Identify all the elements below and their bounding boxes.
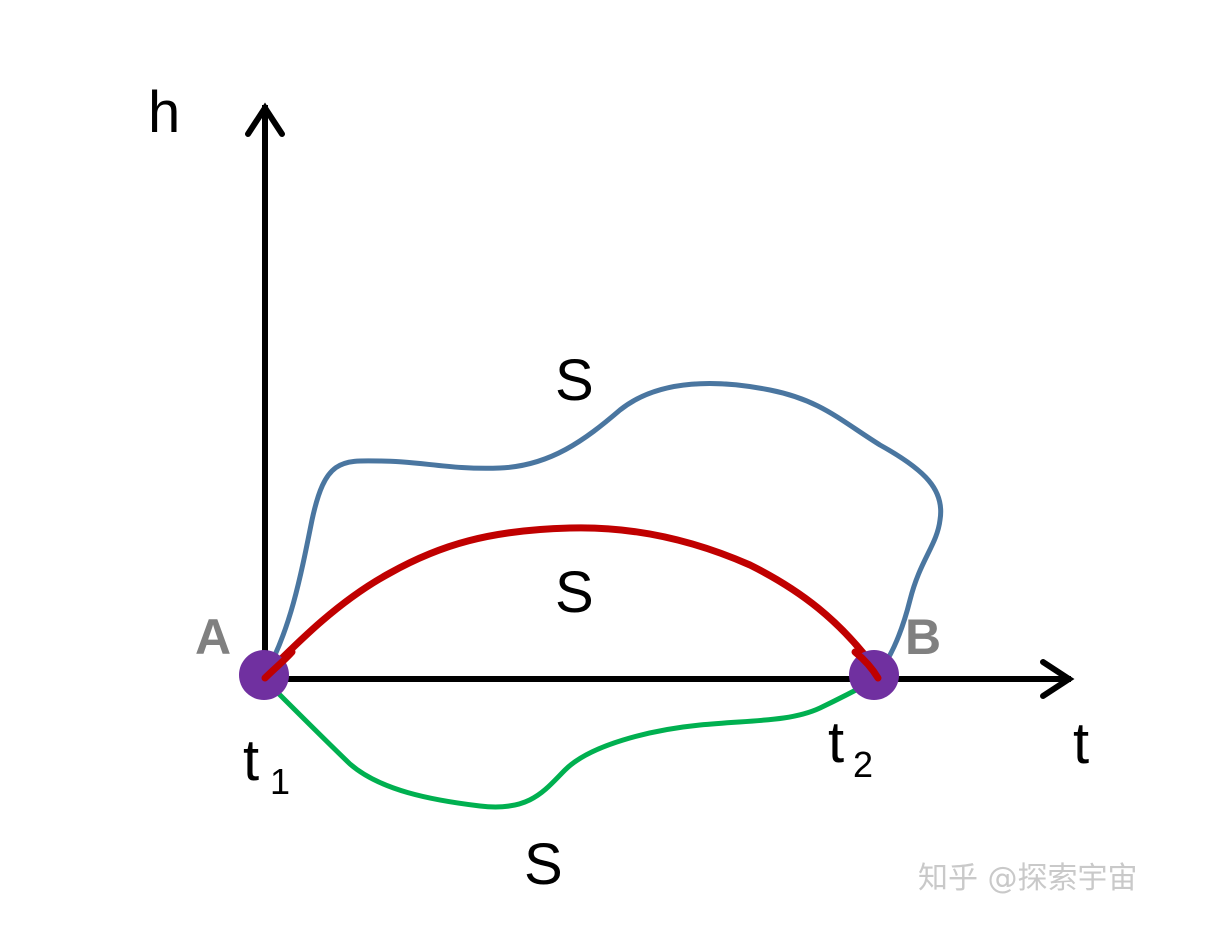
middle-path-end-overlay bbox=[261, 648, 296, 682]
horizontal-axis-label: t bbox=[1073, 711, 1089, 776]
middle-path bbox=[261, 524, 882, 679]
time-t1-letter: t bbox=[243, 728, 259, 793]
point-a-label: A bbox=[195, 609, 231, 665]
lower-path bbox=[262, 677, 878, 810]
point-b-label: B bbox=[905, 609, 941, 665]
watermark: 知乎 @探索宇宙 bbox=[918, 861, 1138, 896]
middle-path-end-overlay-b bbox=[851, 648, 882, 682]
middle-path-label: S bbox=[555, 560, 594, 625]
vertical-axis-arrowhead bbox=[245, 102, 285, 137]
upper-path-label: S bbox=[555, 348, 594, 413]
time-t2-subscript: 2 bbox=[853, 744, 873, 785]
time-t2-label: t bbox=[828, 710, 844, 775]
horizontal-axis-arrowhead bbox=[1040, 659, 1075, 699]
time-t1-label: t bbox=[243, 728, 259, 793]
vertical-axis-label: h bbox=[148, 80, 180, 145]
time-t2-letter: t bbox=[828, 710, 844, 775]
upper-path bbox=[262, 380, 944, 678]
time-t1-subscript: 1 bbox=[270, 761, 290, 802]
lower-path-label: S bbox=[524, 832, 563, 897]
